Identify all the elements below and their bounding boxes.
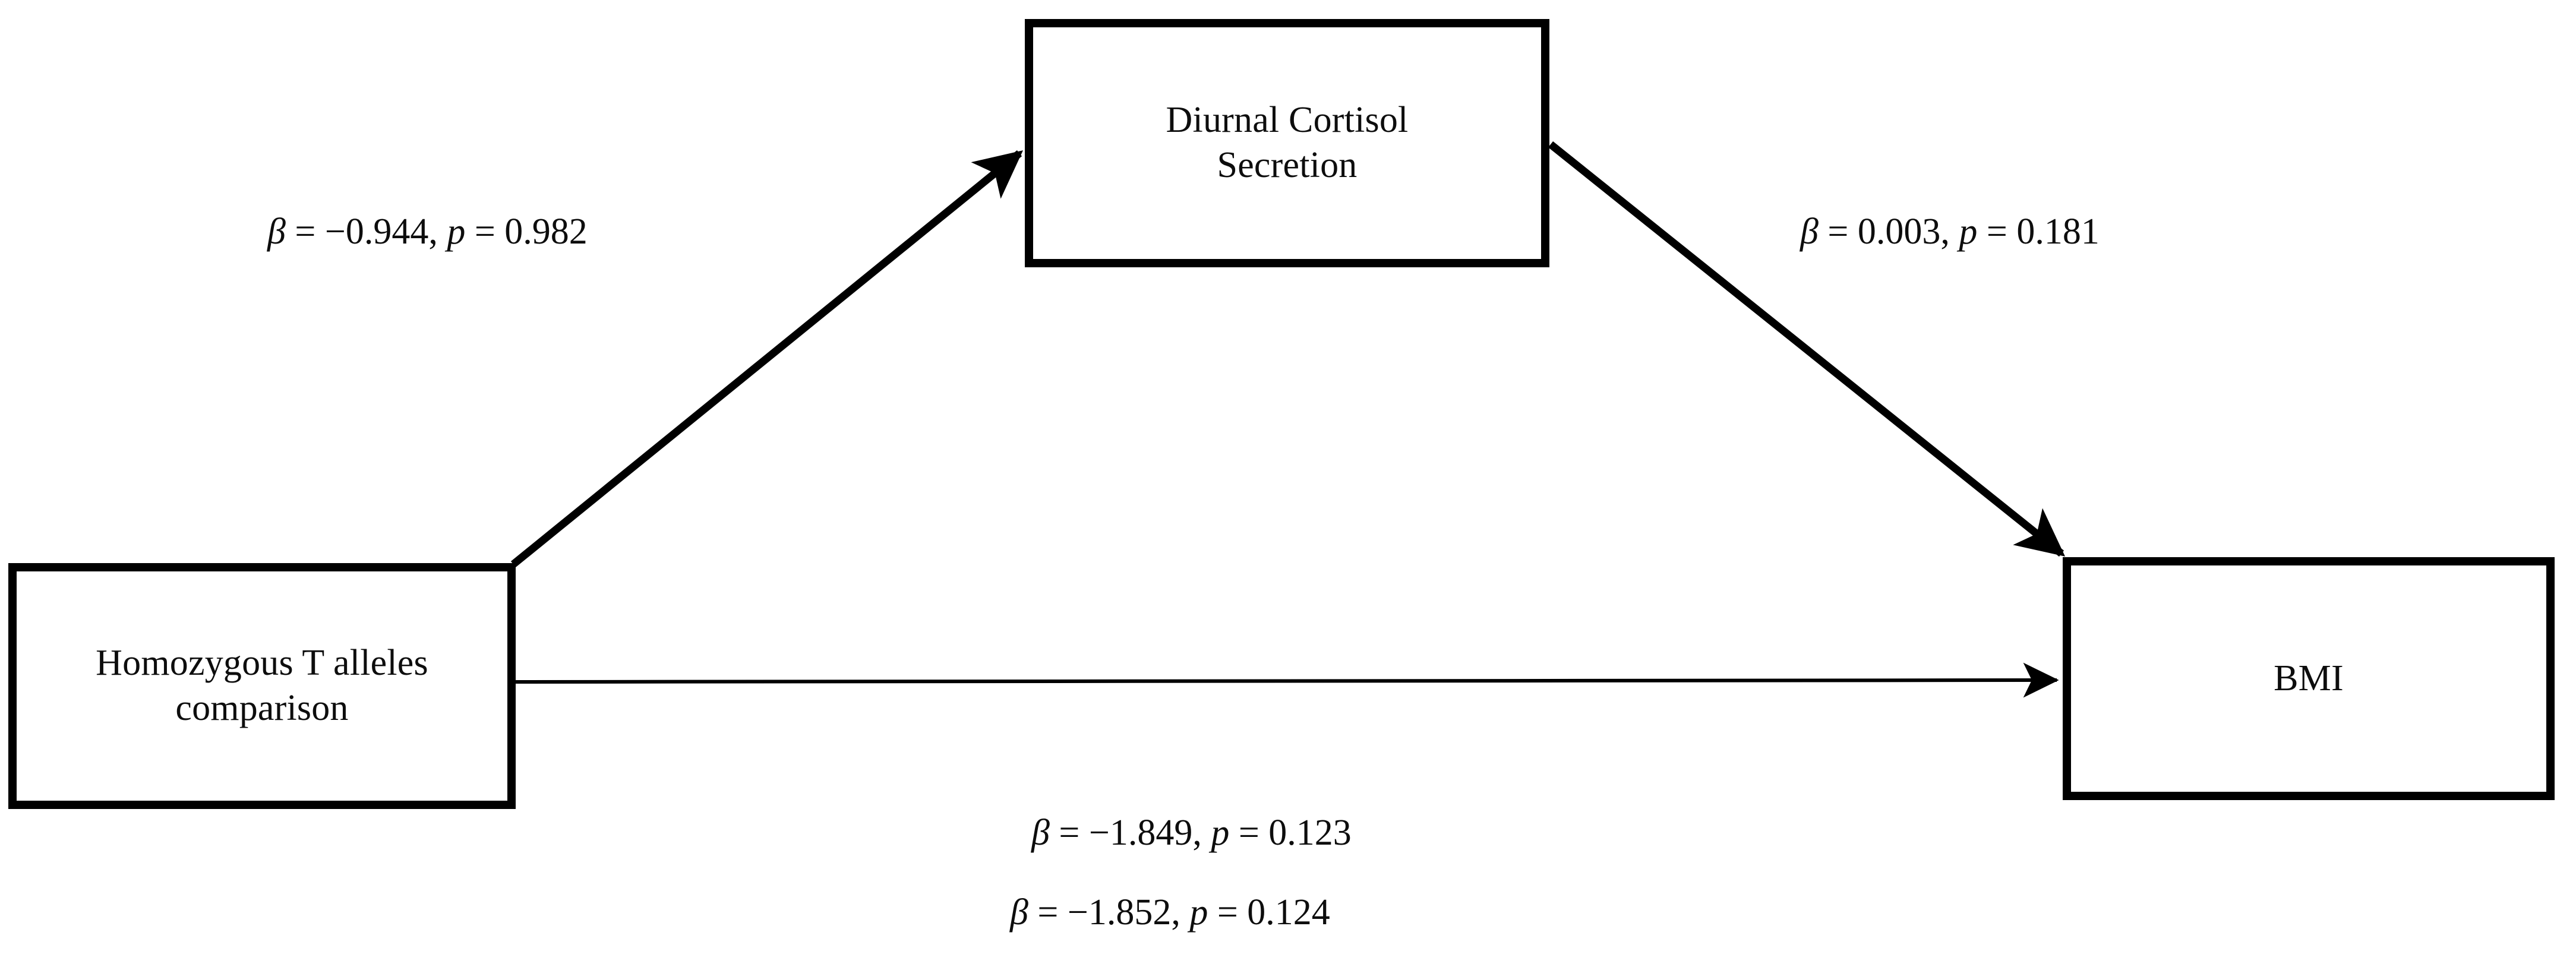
p-equals-c2: = [1208,892,1248,933]
beta-symbol-c2: β [1010,892,1028,933]
arrow-c-path [515,662,2059,698]
node-mediator-label: Diurnal Cortisol Secretion [1166,100,1409,185]
p-equals-c1: = [1229,813,1269,853]
comma-a: , [428,211,447,252]
p-equals-a: = [465,211,505,252]
p-value-a: 0.982 [504,211,588,252]
path-label-c-total-path: β = −1.849, p = 0.123 [1031,813,1352,853]
beta-symbol-b: β [1800,211,1819,252]
path-label-b-path: β = 0.003, p = 0.181 [1800,211,2100,252]
p-equals-b: = [1977,211,2017,252]
arrow-b-path [1548,141,2066,557]
beta-value-a: −0.944 [324,211,429,252]
comma-c2: , [1171,892,1190,933]
p-value-c1: 0.123 [1268,813,1352,853]
node-outcome-bmi[interactable]: BMI [2063,557,2555,800]
node-predictor-label: Homozygous T alleles comparison [96,643,428,728]
beta-value-c2: −1.852 [1067,892,1172,933]
beta-value-c1: −1.849 [1088,813,1193,853]
arrow-a-path [510,150,1024,568]
comma-c1: , [1192,813,1211,853]
p-symbol-b: p [1959,211,1978,252]
beta-equals-a: = [285,211,325,252]
p-symbol-c2: p [1189,892,1208,933]
p-symbol-c1: p [1211,813,1230,853]
beta-value-b: 0.003 [1857,211,1941,252]
node-mediator-diurnal-cortisol-secretion[interactable]: Diurnal Cortisol Secretion [1025,19,1549,267]
beta-symbol-a: β [267,211,286,252]
beta-symbol-c1: β [1031,813,1050,853]
path-label-c-prime-direct-path: β = −1.852, p = 0.124 [1010,892,1330,933]
p-value-b: 0.181 [2016,211,2100,252]
beta-equals-c1: = [1049,813,1089,853]
beta-equals-b: = [1818,211,1858,252]
node-predictor-homozygous-t-alleles[interactable]: Homozygous T alleles comparison [8,563,516,809]
comma-b: , [1940,211,1959,252]
p-symbol-a: p [447,211,466,252]
path-label-a-path: β = −0.944, p = 0.982 [267,211,588,252]
p-value-c2: 0.124 [1247,892,1330,933]
beta-equals-c2: = [1028,892,1068,933]
node-outcome-label: BMI [2274,658,2344,699]
